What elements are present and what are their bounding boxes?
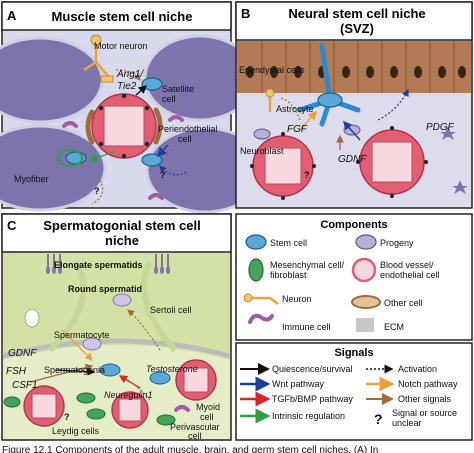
fibroblast-a bbox=[57, 149, 83, 167]
vessel-lumen-a bbox=[103, 105, 145, 147]
legend-wnt: Wnt pathway bbox=[272, 379, 325, 389]
label-unclear-a2: ? bbox=[160, 170, 166, 180]
label-testosterone: Testosterone bbox=[146, 364, 198, 374]
basement-membrane bbox=[2, 338, 231, 359]
satellite-cell-top bbox=[141, 77, 163, 91]
label-unclear-c: ? bbox=[64, 412, 70, 422]
legend-notch: Notch pathway bbox=[398, 379, 458, 389]
blood-vessel-icon bbox=[351, 257, 377, 283]
legend-unclear-1: Signal or source bbox=[392, 408, 457, 418]
neuron-icon bbox=[243, 293, 279, 305]
panel-a: A Muscle stem cell niche bbox=[0, 1, 265, 214]
label-myoid: Myoid bbox=[196, 402, 220, 412]
legend-mesenchymal-1: Mesenchymal cell/ bbox=[270, 260, 345, 270]
ecm-icon bbox=[356, 318, 374, 332]
legend-neuron: Neuron bbox=[282, 294, 312, 304]
legend-progeny: Progeny bbox=[380, 238, 414, 248]
other-cell-icon bbox=[351, 295, 381, 309]
panel-c: C Spermatogonial stem cell niche bbox=[1, 213, 232, 441]
label-round-spermatid: Round spermatid bbox=[68, 284, 142, 294]
motor-neuron-a bbox=[83, 40, 109, 77]
components-title: Components bbox=[320, 219, 387, 231]
panel-c-letter: C bbox=[7, 218, 17, 233]
legend-tgfb: TGFb/BMP pathway bbox=[272, 394, 353, 404]
panel-a-title: Muscle stem cell niche bbox=[52, 9, 193, 24]
legend-activation: Activation bbox=[398, 364, 437, 374]
panel-b: B Neural stem cell niche (SVZ) bbox=[235, 1, 473, 209]
label-spermatocyte: Spermatocyte bbox=[54, 330, 110, 340]
legend-unclear-2: unclear bbox=[392, 418, 422, 428]
legend-mesenchymal-2: fibroblast bbox=[270, 270, 307, 280]
legend-intrinsic: Intrinsic regulation bbox=[272, 411, 345, 421]
label-unclear-b: ? bbox=[304, 170, 310, 180]
progeny-icon bbox=[355, 234, 377, 250]
legend-vessel-1: Blood vessel/ bbox=[380, 260, 434, 270]
label-leydig: Leydig cells bbox=[52, 426, 100, 436]
label-neuroblast: Neuroblast bbox=[240, 146, 284, 156]
panel-b-letter: B bbox=[241, 6, 250, 21]
legend-other-cell: Other cell bbox=[384, 298, 423, 308]
legend-immune: Immune cell bbox=[282, 322, 331, 332]
unclear-question-icon: ? bbox=[374, 411, 383, 427]
label-perivascular-cell: cell bbox=[188, 431, 202, 441]
components-legend: Components Stem cell Progeny Mesenchymal… bbox=[235, 213, 473, 341]
label-elongate-spermatids: Elongate spermatids bbox=[54, 260, 143, 270]
panel-b-title-2: (SVZ) bbox=[340, 21, 374, 36]
label-periendothelial: Periendothelial bbox=[158, 124, 218, 134]
label-satellite: Satellite bbox=[162, 84, 194, 94]
label-fsh: FSH bbox=[6, 366, 27, 377]
signals-title: Signals bbox=[334, 347, 373, 359]
signals-legend: Signals Quiescence/survival Activation W… bbox=[235, 342, 473, 441]
mesenchymal-cell-icon bbox=[248, 258, 264, 282]
label-gdnf-c: GDNF bbox=[8, 348, 37, 359]
astrocyte-stem-cell bbox=[297, 43, 361, 127]
spermatocyte bbox=[82, 337, 102, 351]
spermatogonial-stem-cell bbox=[99, 363, 121, 377]
round-spermatid bbox=[112, 293, 132, 307]
label-ang1: Ang1/ bbox=[116, 69, 144, 80]
legend-ecm: ECM bbox=[384, 322, 404, 332]
legend-other-signals: Other signals bbox=[398, 394, 452, 404]
stem-cell-icon bbox=[245, 234, 267, 250]
panel-c-title-2: niche bbox=[105, 233, 139, 248]
label-csf1: CSF1 bbox=[12, 380, 38, 391]
label-perivascular: Perivascular bbox=[170, 422, 220, 432]
label-ependymal: Ependymal cells bbox=[239, 65, 305, 75]
label-gdnf-b: GDNF bbox=[338, 154, 367, 165]
label-satellite-cell: cell bbox=[162, 94, 176, 104]
label-neuregulin: Neuregulin1 bbox=[104, 390, 153, 400]
legend-vessel-2: endothelial cell bbox=[380, 270, 440, 280]
label-fgf: FGF bbox=[287, 124, 308, 135]
label-unclear-a1: ? bbox=[94, 186, 100, 196]
label-myoid-cell: cell bbox=[200, 412, 214, 422]
myofiber-top-left bbox=[0, 36, 104, 124]
myofiber-bottom-left bbox=[0, 124, 107, 212]
panel-a-letter: A bbox=[7, 8, 17, 23]
immune-cell-icon bbox=[248, 313, 274, 324]
legend-stem-cell: Stem cell bbox=[270, 238, 307, 248]
label-pdgf: PDGF bbox=[426, 122, 455, 133]
label-periendothelial-cell: cell bbox=[178, 134, 192, 144]
legend-quiescence: Quiescence/survival bbox=[272, 364, 353, 374]
label-tie2: Tie2 bbox=[117, 81, 137, 92]
label-spermatogonia: Spermatogonia bbox=[44, 365, 105, 375]
figure-caption: Figure 12.1 Components of the adult musc… bbox=[2, 445, 378, 453]
label-sertoli: Sertoli cell bbox=[150, 305, 192, 315]
label-motor-neuron: Motor neuron bbox=[94, 41, 148, 51]
label-astrocyte: Astrocyte bbox=[276, 104, 314, 114]
panel-c-title-1: Spermatogonial stem cell bbox=[43, 218, 201, 233]
label-myofiber: Myofiber bbox=[14, 174, 49, 184]
panel-b-title-1: Neural stem cell niche bbox=[288, 6, 425, 21]
